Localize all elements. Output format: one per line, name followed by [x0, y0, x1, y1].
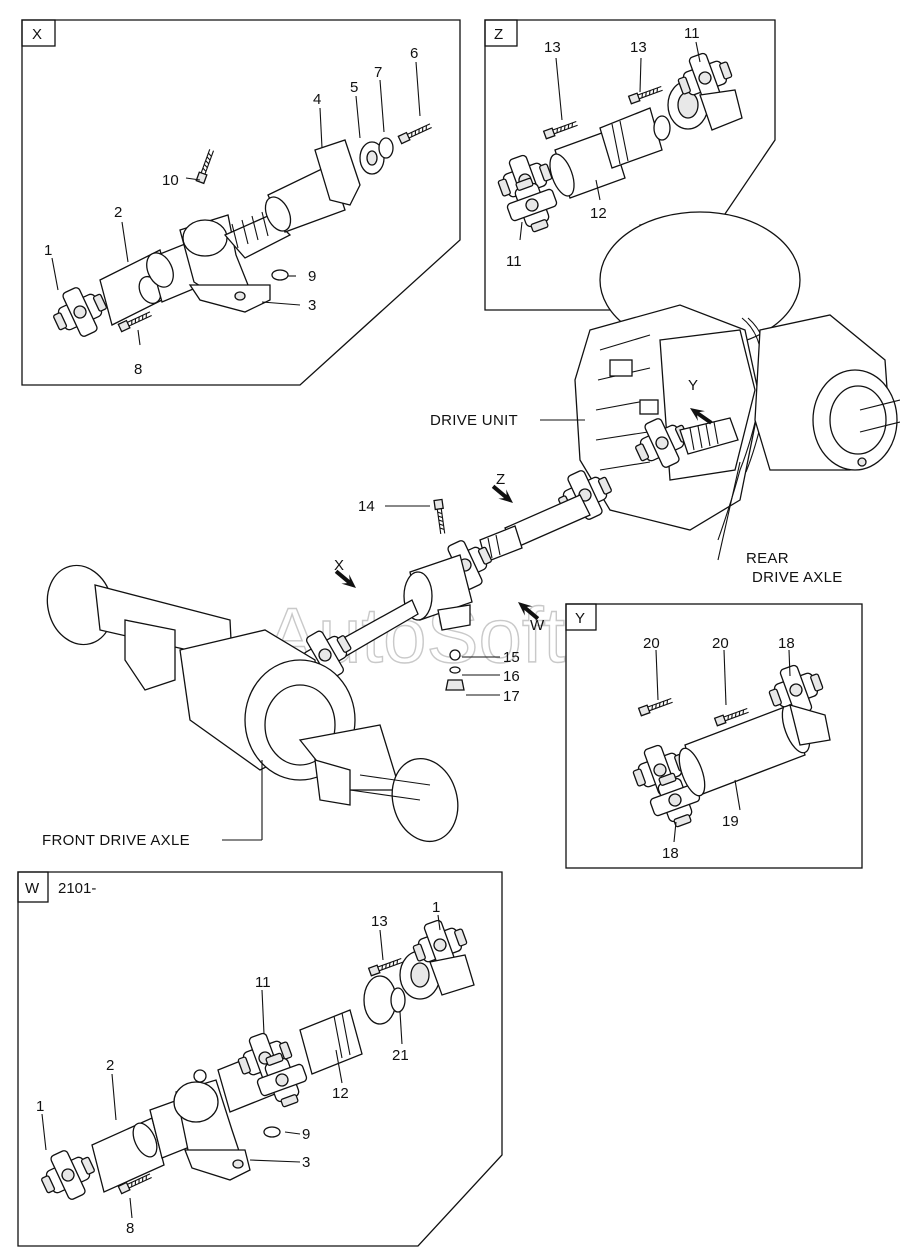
callout-15: 15 [503, 649, 520, 666]
callout-19: 19 [722, 813, 739, 830]
label-rear-2: DRIVE AXLE [752, 569, 843, 586]
callout-w-13: 13 [371, 913, 388, 930]
main-assembly: DRIVE UNIT REAR DRIVE AXLE FRONT DRIVE A… [42, 211, 900, 849]
callout-9: 9 [308, 268, 316, 285]
callout-6: 6 [410, 45, 418, 62]
label-front-axle: FRONT DRIVE AXLE [42, 832, 190, 849]
callout-8: 8 [134, 361, 142, 378]
panel-z-tag: Z [494, 26, 503, 43]
arrow-label-x: X [334, 557, 344, 574]
panel-w: W 2101- [17, 871, 503, 1247]
callout-7: 7 [374, 64, 382, 81]
panel-w-callouts: 13 1 11 2 1 9 3 8 12 21 [36, 899, 441, 1237]
callout-18a: 18 [778, 635, 795, 652]
callout-5: 5 [350, 79, 358, 96]
callout-w-3: 3 [302, 1154, 310, 1171]
panel-y-border [565, 603, 863, 869]
main-callouts: DRIVE UNIT REAR DRIVE AXLE FRONT DRIVE A… [42, 377, 843, 849]
callout-11b: 11 [506, 253, 522, 270]
panel-w-tag: W [25, 880, 40, 897]
callout-16: 16 [503, 668, 520, 685]
shaft-assembly-y [626, 657, 831, 834]
panel-z-callouts: 13 13 11 11 12 [506, 25, 701, 270]
callout-w-8: 8 [126, 1220, 134, 1237]
callout-13b: 13 [630, 39, 647, 56]
callout-w-9: 9 [302, 1126, 310, 1143]
callout-w-1b: 1 [36, 1098, 44, 1115]
callout-w-1a: 1 [432, 899, 440, 916]
panel-w-tag-box [17, 871, 49, 903]
callout-10: 10 [162, 172, 179, 189]
panel-w-border [17, 871, 503, 1247]
shaft-assembly-z [491, 45, 743, 239]
callout-11a: 11 [684, 25, 700, 42]
callout-2: 2 [114, 204, 122, 221]
panel-x: X [21, 19, 461, 386]
callout-13a: 13 [544, 39, 561, 56]
label-rear-1: REAR [746, 550, 789, 567]
callout-1: 1 [44, 242, 52, 259]
panel-z-tag-box [484, 19, 518, 47]
rear-drive-axle [754, 314, 900, 471]
panel-y: Y 20 20 18 18 19 [565, 603, 863, 869]
panel-x-tag-box [21, 19, 56, 47]
callout-w-12: 12 [332, 1085, 349, 1102]
panel-y-tag-box [565, 603, 597, 631]
shaft-assembly-x [45, 121, 434, 346]
arrow-label-y: Y [688, 377, 698, 394]
callout-18b: 18 [662, 845, 679, 862]
callout-20b: 20 [712, 635, 729, 652]
shaft-assembly-w [33, 912, 475, 1209]
label-drive-unit: DRIVE UNIT [430, 412, 518, 429]
panel-x-border [21, 19, 461, 386]
callout-w-11: 11 [255, 974, 271, 991]
panel-x-callouts: 1 2 3 4 5 7 6 8 9 10 [44, 45, 421, 378]
panel-x-tag: X [32, 26, 42, 43]
arrow-label-w: W [530, 617, 545, 634]
callout-12: 12 [590, 205, 607, 222]
shaft-rear [627, 403, 739, 477]
panel-w-serial: 2101- [58, 880, 96, 897]
callout-w-21: 21 [392, 1047, 409, 1064]
callout-3: 3 [308, 297, 316, 314]
callout-20a: 20 [643, 635, 660, 652]
callout-w-2: 2 [106, 1057, 114, 1074]
front-drive-axle [46, 564, 459, 843]
panel-y-callouts: 20 20 18 18 19 [643, 635, 795, 862]
arrow-label-z: Z [496, 471, 505, 488]
callout-4: 4 [313, 91, 321, 108]
panel-y-tag: Y [575, 610, 585, 627]
callout-17: 17 [503, 688, 520, 705]
shaft-main [289, 461, 620, 691]
callout-14: 14 [358, 498, 375, 515]
